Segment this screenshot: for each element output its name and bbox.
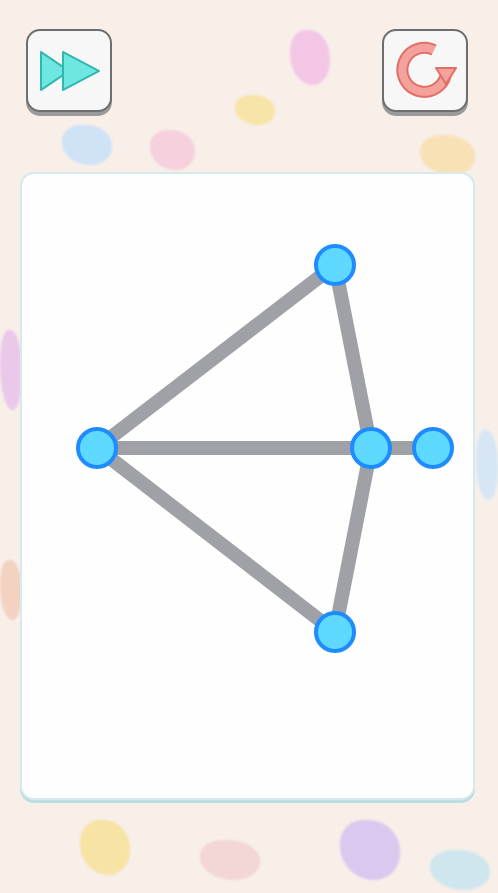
puzzle-board <box>20 172 475 800</box>
puzzle-graph <box>76 244 454 653</box>
node-left[interactable] <box>76 427 118 469</box>
edge-n-left-n-bottom[interactable] <box>92 442 340 638</box>
node-center[interactable] <box>350 427 392 469</box>
edge-n-bottom-n-center[interactable] <box>328 446 378 634</box>
fast-forward-icon <box>40 50 100 91</box>
restart-level-button[interactable] <box>382 29 468 112</box>
node-top[interactable] <box>314 244 356 286</box>
skip-level-button[interactable] <box>26 29 112 112</box>
node-right[interactable] <box>412 427 454 469</box>
edge-n-top-n-center[interactable] <box>328 263 378 450</box>
edge-n-left-n-top[interactable] <box>92 259 340 454</box>
node-bottom[interactable] <box>314 611 356 653</box>
restart-arrow-icon <box>396 41 457 98</box>
